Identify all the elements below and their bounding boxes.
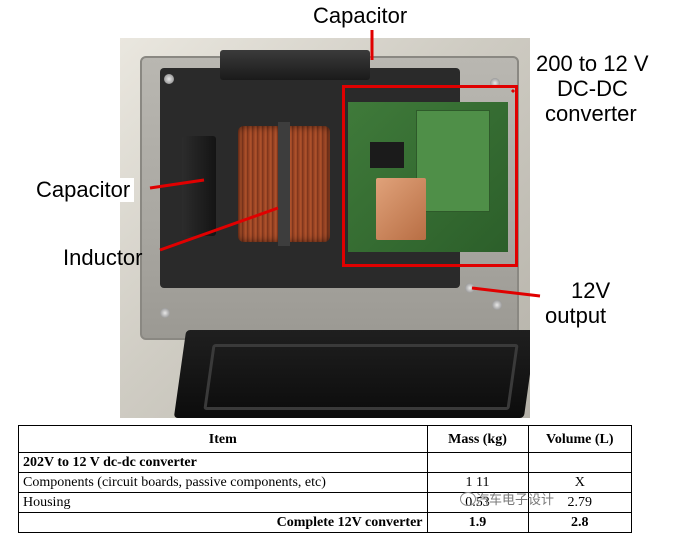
board-module [416, 110, 490, 212]
header-item: Item [18, 425, 428, 453]
watermark-text: 汽车电子设计 [476, 493, 555, 508]
bolt [490, 78, 500, 88]
capacitor-top-label: Capacitor [313, 3, 408, 28]
table-row: Housing 0.53 2.79 [18, 492, 633, 513]
inductor-label: Inductor [63, 245, 143, 270]
output-label-line2: output [545, 303, 607, 328]
row-item: Components (circuit boards, passive comp… [18, 472, 428, 493]
header-volume: Volume (L) [527, 425, 633, 453]
output-terminal [465, 283, 475, 293]
row-item: Housing [18, 492, 428, 513]
mass-volume-table: Item Mass (kg) Volume (L) 202V to 12 V d… [18, 425, 633, 533]
wechat-icon [460, 492, 476, 506]
top-capacitor-component [220, 50, 370, 80]
section-row: 202V to 12 V dc-dc converter [18, 452, 633, 473]
bolt [492, 300, 502, 310]
total-row: Complete 12V converter 1.9 2.8 [18, 512, 633, 533]
dc-dc-converter-highlight-box [342, 85, 518, 267]
output-label-line1: 12V [571, 278, 611, 303]
converter-label-line3: converter [541, 102, 641, 126]
bolt [160, 308, 170, 318]
total-volume: 2.8 [527, 512, 633, 533]
header-mass: Mass (kg) [426, 425, 529, 453]
lid-rim [203, 344, 519, 410]
data-table: Item Mass (kg) Volume (L) 202V to 12 V d… [18, 425, 633, 533]
section-title: 202V to 12 V dc-dc converter [18, 452, 428, 473]
capacitor-left-label: Capacitor [32, 178, 135, 202]
table-row: Components (circuit boards, passive comp… [18, 472, 633, 493]
board-chip [370, 142, 404, 168]
table-header-row: Item Mass (kg) Volume (L) [18, 425, 633, 453]
section-mass-empty [426, 452, 529, 473]
left-capacitor-component [182, 136, 216, 236]
inductor-core [278, 122, 290, 246]
converter-label-line1: 200 to 12 V [532, 52, 653, 76]
total-item: Complete 12V converter [18, 512, 428, 533]
total-mass: 1.9 [426, 512, 529, 533]
section-volume-empty [527, 452, 633, 473]
converter-label-line2: DC-DC [553, 77, 632, 101]
converter-photo [120, 38, 530, 418]
copper-busbar [376, 178, 426, 240]
row-mass: 0.53 [426, 492, 529, 513]
bolt [164, 74, 174, 84]
